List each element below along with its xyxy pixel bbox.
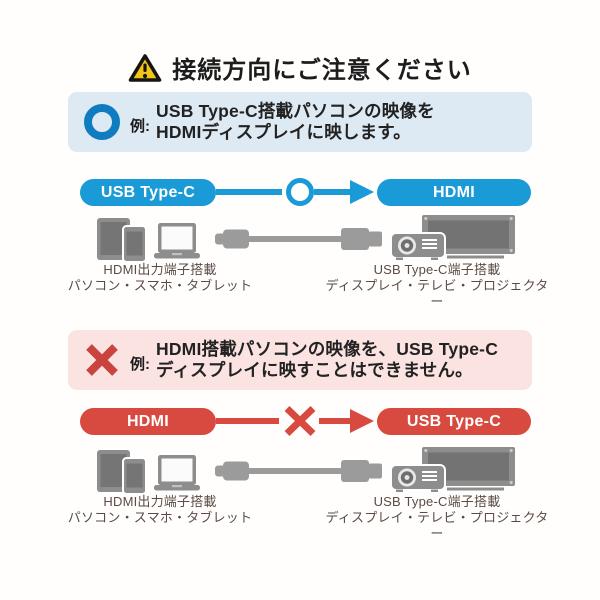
ok-flow-target-pill: HDMI xyxy=(377,179,531,206)
ng-flow-row: HDMI USB Type-C xyxy=(0,405,600,437)
ng-target-caption: USB Type-C端子搭載 ディスプレイ・テレビ・プロジェクター xyxy=(322,494,552,542)
ng-target-caption-line2: ディスプレイ・テレビ・プロジェクター xyxy=(325,510,549,541)
ok-source-caption-line2: パソコン・スマホ・タブレット xyxy=(67,278,253,293)
ng-description: HDMI搭載パソコンの映像を、USB Type-C ディスプレイに映すことはでき… xyxy=(156,339,498,381)
ng-source-caption-line1: HDMI出力端子搭載 xyxy=(103,494,217,509)
ok-target-caption-line1: USB Type-C端子搭載 xyxy=(373,262,501,277)
usb-c-to-hdmi-cable-icon xyxy=(215,460,385,489)
usb-c-to-hdmi-cable-icon xyxy=(215,228,385,257)
ng-source-caption-line2: パソコン・スマホ・タブレット xyxy=(67,510,253,525)
ok-flow-row: USB Type-C HDMI xyxy=(0,178,600,206)
ok-description-line2: HDMIディスプレイに映します。 xyxy=(156,122,411,142)
ok-description-line1: USB Type-C搭載パソコンの映像を xyxy=(156,101,435,121)
ok-description: USB Type-C搭載パソコンの映像を HDMIディスプレイに映します。 xyxy=(156,101,435,143)
ng-source-caption: HDMI出力端子搭載 パソコン・スマホ・タブレット xyxy=(40,494,280,526)
ok-example-box: 例: USB Type-C搭載パソコンの映像を HDMIディスプレイに映します。 xyxy=(68,92,532,152)
projector-display-icon xyxy=(390,213,516,266)
example-label: 例: xyxy=(130,117,150,135)
ng-description-line1: HDMI搭載パソコンの映像を、USB Type-C xyxy=(156,339,499,359)
ok-source-caption: HDMI出力端子搭載 パソコン・スマホ・タブレット xyxy=(40,262,280,294)
page-title: 接続方向にご注意ください xyxy=(0,50,600,85)
warning-triangle-icon xyxy=(128,53,162,83)
ng-example-box: 例: HDMI搭載パソコンの映像を、USB Type-C ディスプレイに映すこと… xyxy=(68,330,532,390)
page-title-text: 接続方向にご注意ください xyxy=(172,57,472,84)
tablet-phone-laptop-icon xyxy=(92,445,207,500)
ok-target-caption-line2: ディスプレイ・テレビ・プロジェクター xyxy=(325,278,549,309)
ok-flow-source-pill: USB Type-C xyxy=(80,179,216,206)
ok-target-caption: USB Type-C端子搭載 ディスプレイ・テレビ・プロジェクター xyxy=(322,262,552,310)
ng-description-line2: ディスプレイに映すことはできません。 xyxy=(156,360,473,380)
ng-flow-source-pill: HDMI xyxy=(80,408,216,435)
cross-ng-icon xyxy=(84,342,120,378)
tablet-phone-laptop-icon xyxy=(92,213,207,268)
ng-arrow-with-cross-icon xyxy=(216,405,374,437)
circle-ok-icon xyxy=(84,104,120,140)
ng-target-caption-line1: USB Type-C端子搭載 xyxy=(373,494,501,509)
ok-source-caption-line1: HDMI出力端子搭載 xyxy=(103,262,217,277)
ok-arrow-with-circle-icon xyxy=(216,178,374,206)
example-label: 例: xyxy=(130,355,150,373)
projector-display-icon xyxy=(390,445,516,498)
ng-flow-target-pill: USB Type-C xyxy=(377,408,531,435)
